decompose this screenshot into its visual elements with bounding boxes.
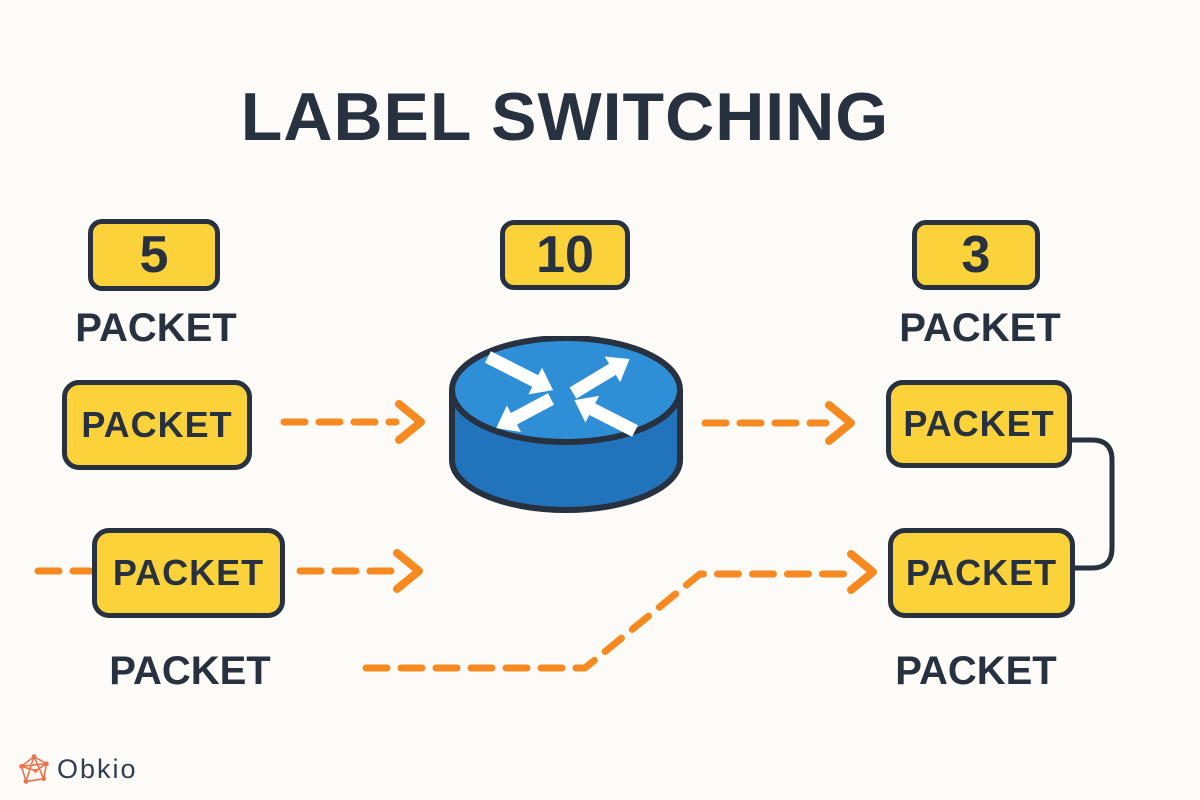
- label-chip-swap: 10: [500, 220, 630, 290]
- left-to-router-dashed-arrow-icon: [280, 400, 425, 444]
- router-arrows-icon: [485, 351, 638, 437]
- packet-caption-top-left: PACKET: [75, 306, 237, 350]
- router-icon: [449, 336, 683, 513]
- packet-box-bottom-right: PACKET: [888, 528, 1075, 618]
- obkio-logo-text: Obkio: [57, 753, 138, 784]
- packet-box-top-left: PACKET: [62, 380, 252, 470]
- diagram-title: LABEL SWITCHING: [240, 79, 890, 155]
- bottom-left-dashed-arrow-icon: [296, 549, 423, 593]
- router-to-right-dashed-arrow-icon: [701, 401, 855, 445]
- packet-caption-bottom-right: PACKET: [895, 649, 1057, 693]
- packet-caption-bottom-left: PACKET: [109, 649, 271, 693]
- packet-box-top-right: PACKET: [886, 380, 1072, 468]
- label-chip-in: 5: [88, 219, 220, 291]
- packet-link-bracket: [1067, 437, 1115, 571]
- label-chip-out: 3: [912, 220, 1040, 290]
- packet-caption-top-right: PACKET: [899, 306, 1061, 350]
- bypass-dashed-arrow-icon: [362, 550, 877, 672]
- obkio-network-icon: [19, 754, 49, 784]
- obkio-logo: Obkio: [18, 752, 138, 786]
- packet-box-bottom-left: PACKET: [92, 528, 285, 618]
